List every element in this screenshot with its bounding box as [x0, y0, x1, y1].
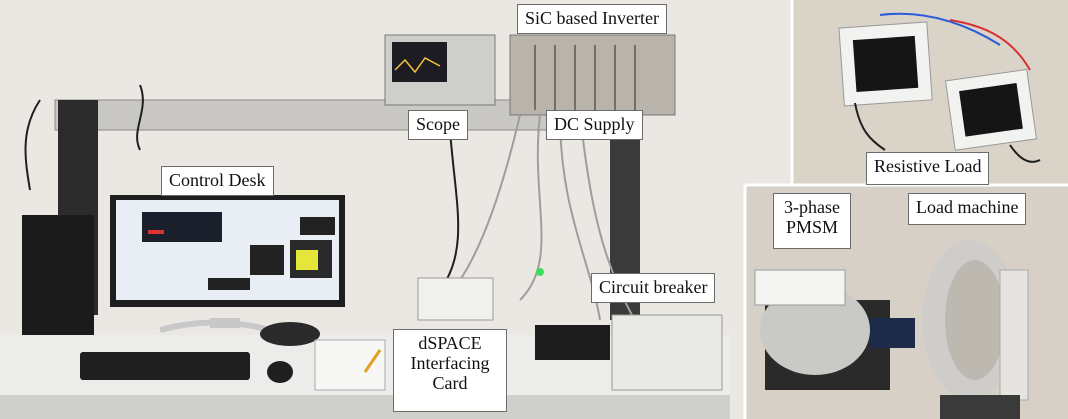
label-resistive-load: Resistive Load [866, 152, 990, 185]
inverter-rack [509, 34, 676, 116]
label-dc-supply: DC Supply [546, 110, 643, 140]
label-sic-inverter: SiC based Inverter [517, 4, 667, 34]
pmsm-terminal-box [754, 269, 846, 306]
label-control-desk: Control Desk [161, 166, 274, 196]
headset [260, 322, 320, 346]
label-circuit-breaker: Circuit breaker [591, 273, 716, 303]
pmsm-body [760, 285, 870, 375]
label-dspace-card: dSPACE Interfacing Card [393, 329, 507, 412]
label-scope: Scope [408, 110, 468, 140]
dspace-box [417, 277, 494, 321]
circuit-breaker-box [611, 314, 723, 391]
keyboard [80, 352, 250, 380]
control-box [535, 325, 610, 360]
label-load-machine: Load machine [908, 193, 1027, 225]
notepad [314, 339, 386, 391]
label-pmsm: 3-phase PMSM [773, 193, 851, 249]
mouse [267, 361, 293, 383]
coupling [870, 318, 915, 348]
shelf [54, 99, 576, 131]
